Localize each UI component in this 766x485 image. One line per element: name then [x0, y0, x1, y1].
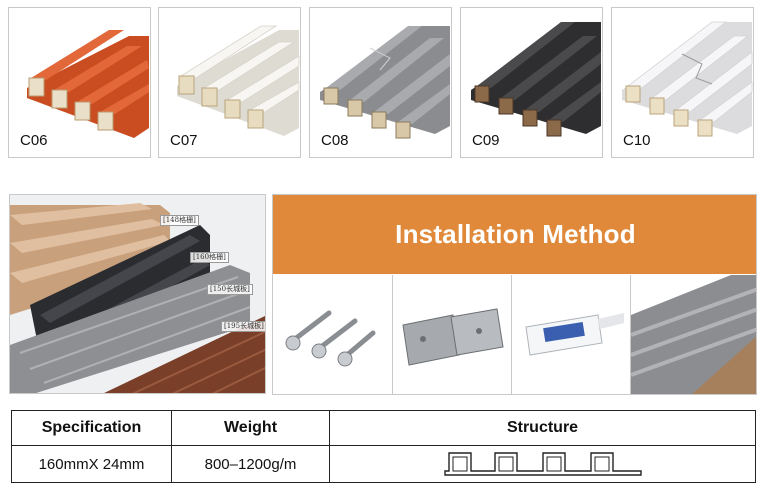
size-label: [195长城板]	[221, 321, 265, 332]
swatch-c08: C08	[309, 7, 452, 158]
swatch-c10: C10	[611, 7, 754, 158]
screw-icon	[285, 310, 376, 367]
size-label: [150长城板]	[207, 284, 253, 295]
fluted-panel-image-c07	[177, 25, 300, 136]
fluted-panel-image-c09	[471, 22, 601, 137]
panel-tile	[631, 275, 756, 394]
fluted-panel-image-c08	[320, 26, 450, 139]
swatch-code: C10	[623, 132, 651, 149]
swatch-c07: C07	[158, 7, 301, 158]
installation-method-panel: Installation Method	[272, 194, 757, 395]
size-label: [160格栅]	[190, 252, 229, 263]
header-structure: Structure	[329, 409, 756, 447]
cell-specification: 160mmX 24mm	[11, 445, 172, 483]
size-label: [148格栅]	[160, 215, 199, 226]
panel-variants-image: [148格栅] [160格栅] [150长城板] [195长城板]	[9, 194, 266, 394]
swatch-code: C07	[170, 132, 198, 149]
swatch-c09: C09	[460, 7, 603, 158]
profile-structure-icon	[443, 452, 642, 476]
screw-tile	[273, 275, 393, 394]
glue-tile	[512, 275, 631, 394]
cell-structure	[329, 445, 756, 483]
installation-banner: Installation Method	[273, 195, 756, 274]
fluted-panel-image-c10	[622, 21, 753, 137]
specification-table: Specification Weight Structure 160mmX 24…	[11, 409, 756, 483]
swatch-code: C08	[321, 132, 349, 149]
metal-clip-icon	[402, 308, 504, 366]
fluted-panel-image-c06	[27, 30, 149, 138]
table-header-row: Specification Weight Structure	[11, 409, 756, 447]
glue-tube-icon	[525, 313, 624, 356]
swatch-code: C06	[20, 132, 48, 149]
stacked-panels-illustration	[10, 203, 265, 393]
swatch-code: C09	[472, 132, 500, 149]
table-row: 160mmX 24mm 800–1200g/m	[11, 445, 756, 483]
header-specification: Specification	[11, 409, 172, 447]
installation-title: Installation Method	[395, 219, 636, 249]
clip-tile	[393, 275, 512, 394]
cell-weight: 800–1200g/m	[171, 445, 330, 483]
header-weight: Weight	[171, 409, 330, 447]
swatch-c06: C06	[8, 7, 151, 158]
panel-icon	[631, 275, 756, 394]
